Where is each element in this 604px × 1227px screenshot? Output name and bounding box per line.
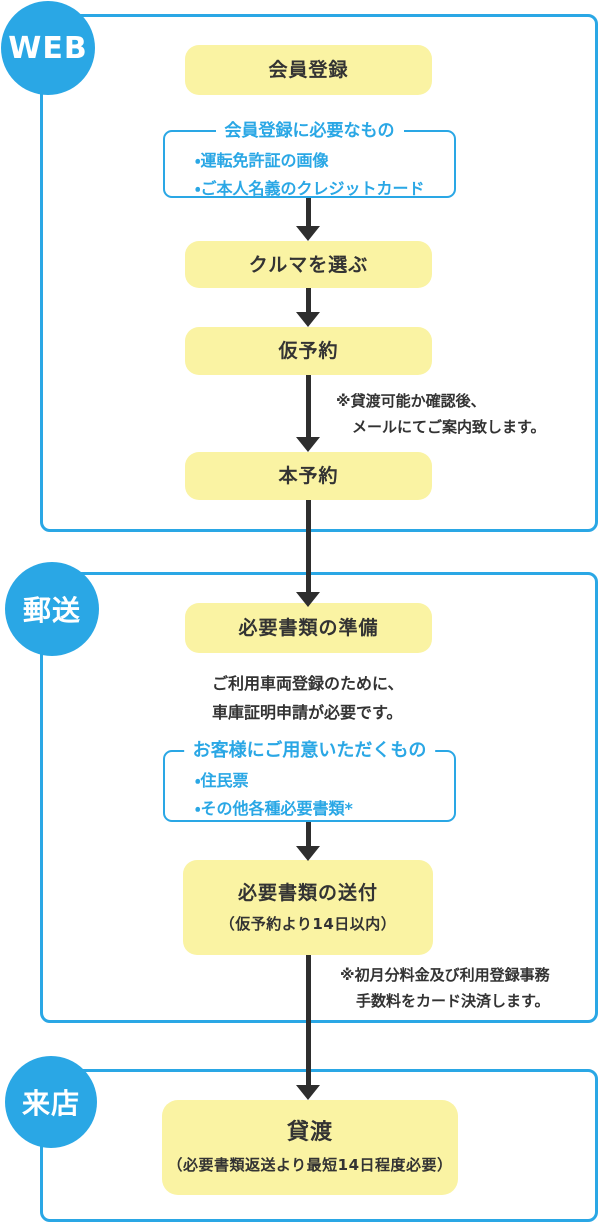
arrow-down-icon xyxy=(296,198,320,241)
step-handover-label: 貸渡 xyxy=(286,1120,333,1145)
step-handover-sub: （必要書類返送より最短14日程度必要） xyxy=(167,1156,453,1174)
badge-web-label: WEB xyxy=(8,30,88,66)
badge-web: WEB xyxy=(1,1,95,95)
callout-registration-requirements: 会員登録に必要なもの ・運転免許証の画像 ・ご本人名義のクレジットカード xyxy=(163,120,456,198)
arrow-head xyxy=(296,846,320,861)
step-choose-car-label: クルマを選ぶ xyxy=(248,253,369,276)
list-item: ・運転免許証の画像 xyxy=(195,151,329,170)
badge-visit: 来店 xyxy=(5,1056,97,1148)
arrow-down-icon xyxy=(296,375,320,452)
step-choose-car: クルマを選ぶ xyxy=(185,241,432,288)
note-card-payment: ※初月分料金及び利用登録事務 手数料をカード決済します。 xyxy=(340,962,550,1014)
list-item: ・ご本人名義のクレジットカード xyxy=(195,179,425,198)
step-prepare-documents: 必要書類の準備 xyxy=(185,603,432,653)
badge-visit-label: 来店 xyxy=(21,1087,80,1120)
description-line: 車庫証明申請が必要です。 xyxy=(212,703,403,722)
description-garage-certificate: ご利用車両登録のために、 車庫証明申請が必要です。 xyxy=(212,669,404,727)
note-line: メールにてご案内致します。 xyxy=(352,418,546,436)
step-official-reservation-label: 本予約 xyxy=(278,465,339,487)
arrow-shaft xyxy=(305,822,311,846)
callout-customer-prepares-title: お客様にご用意いただくもの xyxy=(183,740,436,762)
arrow-head xyxy=(296,592,320,607)
step-provisional-reservation: 仮予約 xyxy=(185,327,432,375)
callout-customer-prepares: お客様にご用意いただくもの ・住民票 ・その他各種必要書類* xyxy=(163,740,456,823)
note-line: 手数料をカード決済します。 xyxy=(356,992,550,1010)
arrow-shaft xyxy=(305,198,311,226)
step-member-registration: 会員登録 xyxy=(185,45,432,95)
step-provisional-reservation-label: 仮予約 xyxy=(278,340,339,362)
arrow-head xyxy=(296,312,320,327)
arrow-head xyxy=(296,1085,320,1100)
arrow-shaft xyxy=(305,500,311,592)
callout-customer-prepares-items: ・住民票 ・その他各種必要書類* xyxy=(165,752,454,823)
description-line: ご利用車両登録のために、 xyxy=(212,674,404,693)
arrow-down-icon xyxy=(296,288,320,327)
step-official-reservation: 本予約 xyxy=(185,452,432,500)
note-line: ※初月分料金及び利用登録事務 xyxy=(340,966,550,984)
step-send-documents-label: 必要書類の送付 xyxy=(237,882,378,904)
step-send-documents-sub: （仮予約より14日以内） xyxy=(219,915,397,933)
arrow-down-icon xyxy=(296,955,320,1100)
list-item: ・住民票 xyxy=(195,771,249,790)
arrow-shaft xyxy=(305,375,311,437)
arrow-shaft xyxy=(305,288,311,312)
arrow-down-icon xyxy=(296,822,320,861)
callout-registration-items: ・運転免許証の画像 ・ご本人名義のクレジットカード xyxy=(165,132,454,203)
arrow-head xyxy=(296,226,320,241)
arrow-head xyxy=(296,437,320,452)
note-line: ※貸渡可能か確認後、 xyxy=(336,392,486,410)
callout-registration-title: 会員登録に必要なもの xyxy=(215,120,404,142)
arrow-shaft xyxy=(305,955,311,1085)
badge-mail: 郵送 xyxy=(5,562,99,656)
arrow-down-icon xyxy=(296,500,320,607)
badge-mail-label: 郵送 xyxy=(22,594,81,627)
list-item: ・その他各種必要書類* xyxy=(195,799,353,818)
step-handover: 貸渡 （必要書類返送より最短14日程度必要） xyxy=(162,1100,458,1195)
step-member-registration-label: 会員登録 xyxy=(268,59,349,81)
note-provisional-reservation: ※貸渡可能か確認後、 メールにてご案内致します。 xyxy=(336,388,546,440)
step-send-documents: 必要書類の送付 （仮予約より14日以内） xyxy=(183,860,433,955)
step-prepare-documents-label: 必要書類の準備 xyxy=(238,617,379,639)
